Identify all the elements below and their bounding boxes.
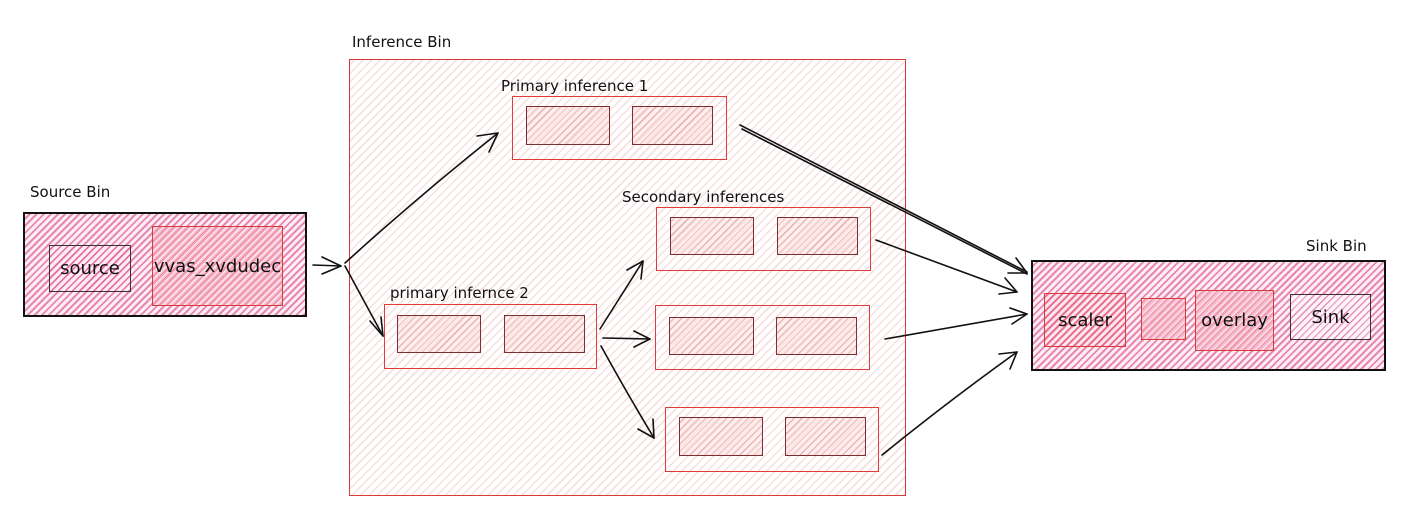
- secondary-inference-group-1: [656, 207, 871, 271]
- secondary-inference-2-element-a: [669, 317, 754, 355]
- source-element: source: [49, 245, 131, 292]
- arrow-primary-2-to-secondary-2: [602, 337, 651, 340]
- primary-inference-2-label: primary infernce 2: [390, 284, 529, 302]
- inference-bin-label: Inference Bin: [352, 33, 452, 51]
- primary-inference-2-element-b: [504, 315, 585, 353]
- arrow-secondary-1-to-sink: [875, 239, 1018, 293]
- source-bin-label: Source Bin: [30, 183, 111, 201]
- secondary-inference-3-element-a: [679, 417, 763, 456]
- arrow-secondary-3-to-sink: [881, 351, 1018, 456]
- arrow-source-to-split: [312, 264, 342, 267]
- empty-element: [1141, 298, 1186, 340]
- overlay-element: overlay: [1195, 290, 1274, 351]
- secondary-inference-3-element-b: [785, 417, 866, 456]
- arrow-primary-1-to-sink: [739, 124, 1028, 273]
- arrow-secondary-2-to-sink: [884, 313, 1028, 340]
- arrow-split-to-primary-2: [344, 265, 384, 337]
- primary-inference-1-element-b: [632, 106, 713, 145]
- sink-bin-label: Sink Bin: [1306, 237, 1367, 255]
- sink-element: Sink: [1290, 294, 1371, 340]
- secondary-inferences-label: Secondary inferences: [622, 188, 785, 206]
- primary-inference-1-group: [512, 96, 727, 160]
- primary-inference-2-element-a: [397, 315, 481, 353]
- arrow-split-to-primary-1: [344, 132, 499, 264]
- primary-inference-2-group: [384, 304, 597, 369]
- vvas-xvdudec-element: vvas_xvdudec: [152, 226, 283, 306]
- secondary-inference-1-element-a: [670, 217, 754, 255]
- arrow-primary-2-to-secondary-3: [600, 345, 655, 439]
- scaler-element: scaler: [1044, 293, 1126, 347]
- primary-inference-1-element-a: [526, 106, 610, 145]
- primary-inference-1-label: Primary inference 1: [501, 77, 649, 95]
- secondary-inference-group-3: [665, 407, 879, 472]
- arrow-primary-2-to-secondary-1: [599, 260, 644, 330]
- secondary-inference-2-element-b: [776, 317, 857, 355]
- secondary-inference-1-element-b: [777, 217, 858, 255]
- secondary-inference-group-2: [655, 305, 870, 370]
